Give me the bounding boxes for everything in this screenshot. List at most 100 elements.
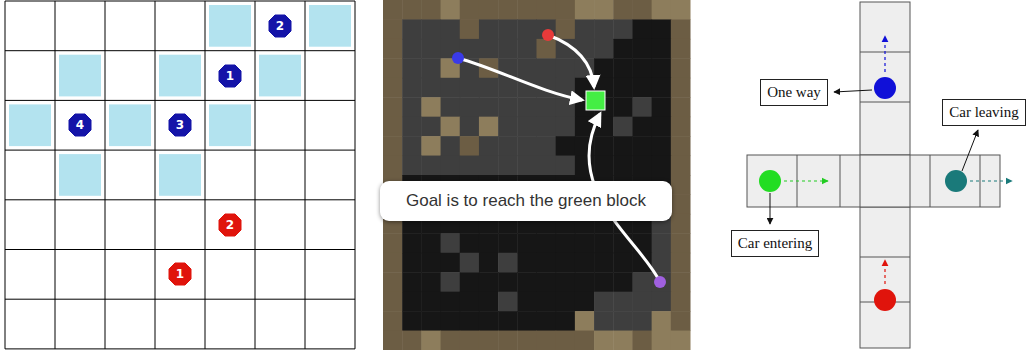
maze-cell [575,311,595,331]
grid-line [5,100,355,101]
agent-dot [452,52,464,64]
agent-dot [542,29,554,41]
obstacle-cell [159,55,201,97]
maze-cell [421,117,441,137]
maze-cell [575,39,595,59]
maze-cell [517,58,537,78]
maze-cell [517,0,537,20]
agent-number: 4 [68,113,92,137]
maze-cell [479,233,499,253]
obstacle-cell [209,104,251,146]
maze-cell [594,58,614,78]
maze-cell [537,136,557,156]
maze-cell [537,117,557,137]
maze-cell [498,272,518,292]
maze-cell [652,58,672,78]
maze-cell [460,272,480,292]
maze-cell [613,117,633,137]
maze-cell [556,136,576,156]
maze-cell [479,311,499,331]
maze-cell [632,233,652,253]
obstacle-cell [109,104,151,146]
obstacle-cell [309,5,351,47]
maze-cell [575,19,595,39]
maze-cell [421,331,441,350]
maze-cell [441,331,461,350]
maze-cell [537,58,557,78]
maze-cell [613,97,633,117]
maze-cell [517,331,537,350]
grid-line [5,348,355,349]
maze-cell [613,58,633,78]
car [945,170,967,192]
maze-cell [575,331,595,350]
maze-cell [479,19,499,39]
maze-cell [556,97,576,117]
maze-cell [671,272,691,292]
maze-cell [402,233,422,253]
label-text: One way [767,84,821,101]
maze-cell [613,292,633,312]
grid-line [5,1,355,2]
maze-cell [460,19,480,39]
agent-number: 1 [168,262,192,286]
maze-cell [383,39,403,59]
agent-marker: 1 [218,64,242,88]
grid-line [355,1,356,349]
maze-cell [613,0,633,20]
maze-cell [479,156,499,176]
maze-cell [383,292,403,312]
goal-block [586,91,605,110]
maze-cell [613,19,633,39]
direction-arrow [884,260,885,284]
maze-cell [652,78,672,98]
maze-cell [383,58,403,78]
maze-cell [652,233,672,253]
maze-cell [421,97,441,117]
maze-cell [517,117,537,137]
maze-cell [556,156,576,176]
maze-cell [421,136,441,156]
obstacle-cell [259,55,301,97]
maze-cell [594,233,614,253]
maze-cell [671,233,691,253]
maze-cell [594,136,614,156]
maze-cell [537,272,557,292]
maze-cell [479,39,499,59]
maze-cell [575,233,595,253]
maze-cell [517,272,537,292]
maze-cell [460,0,480,20]
grid-line [55,1,56,349]
agent-marker: 2 [218,213,242,237]
maze-cell [441,272,461,292]
maze-cell [632,136,652,156]
maze-cell [671,58,691,78]
direction-arrow [784,180,828,181]
maze-cell [460,97,480,117]
maze-cell [460,78,480,98]
maze-cell [632,272,652,292]
maze-cell [652,0,672,20]
maze-cell [402,117,422,137]
maze-cell [479,136,499,156]
leader-line [770,193,771,224]
maze-cell [498,331,518,350]
maze-cell [594,156,614,176]
maze-cell [537,253,557,273]
maze-cell [632,292,652,312]
maze-cell [632,78,652,98]
maze-cell [441,97,461,117]
maze-cell [613,39,633,59]
maze-cell [460,136,480,156]
maze-cell [556,19,576,39]
maze-cell [421,292,441,312]
maze-cell [402,311,422,331]
maze-cell [613,156,633,176]
maze-cell [383,0,403,20]
maze-cell [479,78,499,98]
maze-cell [383,233,403,253]
maze-cell [594,19,614,39]
maze-cell [383,136,403,156]
maze-cell [575,253,595,273]
maze-cell [460,253,480,273]
